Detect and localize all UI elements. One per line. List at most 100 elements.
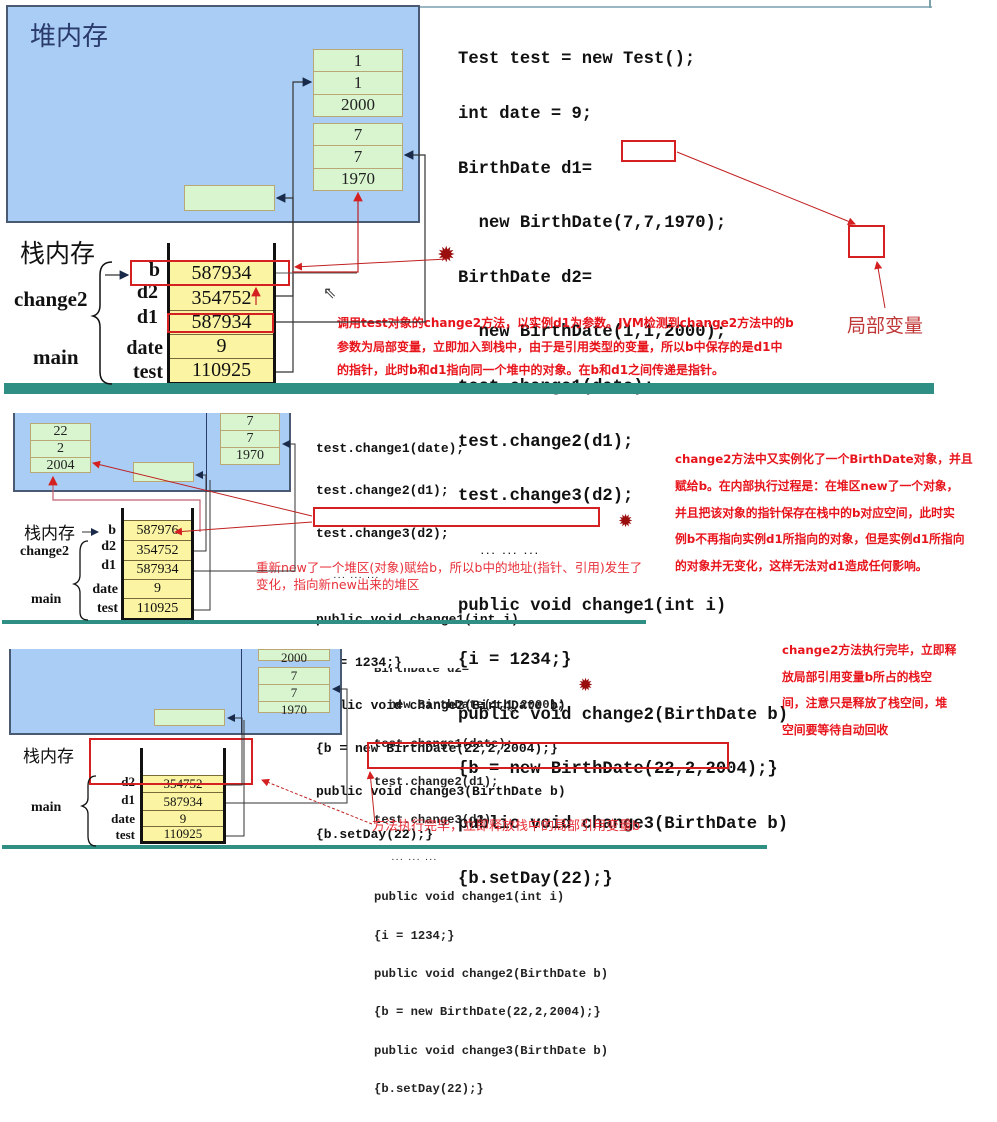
note-line: 重新new了一个堆区(对象)赋给b，所以b中的地址(指针、引用)发生了 (256, 560, 643, 575)
released-stack-region (89, 738, 253, 785)
local-variable-label: 局部变量 (847, 315, 924, 337)
stack-cell-date: 9 (170, 334, 273, 358)
code-line: public void change3(BirthDate b) (374, 1043, 609, 1058)
frame-label-change2: change2 (14, 287, 88, 311)
inline-note: 重新new了一个堆区(对象)赋给b，所以b中的地址(指针、引用)发生了 变化，指… (256, 559, 642, 593)
param-to-stack-arrow (294, 258, 448, 271)
var-label-d1: d1 (101, 558, 116, 573)
heap-object-d2: 2000 (258, 649, 330, 665)
note-line: 调用test对象的change2方法，以实例d1为参数。JVM检测到change… (337, 316, 794, 330)
code-line: ... ... ... (458, 546, 540, 557)
object-field: 1970 (341, 169, 375, 189)
code-line: {i = 1234;} (374, 928, 455, 943)
var-label-date: date (126, 337, 163, 359)
note-line: 并且把该对象的指针保存在栈中的b对应空间，此时实 (675, 505, 955, 520)
heap-object-test (133, 462, 194, 482)
code-line: public void change1(int i) (458, 596, 727, 616)
code-listing: test.change1(date); test.change2(d1); te… (316, 413, 566, 871)
object-field: 1970 (236, 448, 264, 463)
note-line: 参数为局部变量，立即加入到栈中，由于是引用类型的变量，所以b中保存的是d1中 (337, 339, 783, 354)
code-line: {b.setDay(22);} (374, 1082, 484, 1097)
highlight-param-b (848, 225, 885, 258)
code-line: new BirthDate(1,1,2000); (374, 698, 565, 713)
note-line: 放局部引用变量b所占的栈空 (782, 669, 933, 684)
var-label-d2: d2 (121, 774, 135, 789)
object-field: 7 (221, 414, 279, 431)
code-line: {i = 1234;} (458, 651, 572, 671)
heap-inner-divider (241, 649, 242, 735)
stack-title: 栈内存 (24, 524, 75, 544)
inline-note: 方法执行完毕，立即释放栈中的局部引用变量b (372, 819, 641, 834)
stack-cell-b: 587976 (124, 520, 191, 540)
stack-cell-b: 587934 (170, 260, 273, 285)
object-field: 2000 (341, 95, 375, 115)
heap-object-d1: 7 7 1970 (313, 123, 403, 191)
object-field: 22 (31, 424, 90, 441)
label-to-param-arrow (874, 261, 886, 309)
stack-cell-d1: 587934 (124, 560, 191, 579)
highlight-change2-body (313, 507, 600, 527)
stack-title: 栈内存 (23, 747, 74, 767)
code-line: public void change1(int i) (374, 890, 565, 905)
stack-cell-d2: 354752 (170, 285, 273, 310)
code-line: {b = new BirthDate(22,2,2004);} (458, 760, 778, 780)
frame-brace-change2 (90, 261, 113, 328)
pointer-marker-icon: ✹ (437, 243, 456, 268)
code-line: new BirthDate(1,1,2000); (458, 323, 727, 343)
note-line: 空间要等待自动回收 (782, 722, 889, 737)
object-field: 7 (314, 146, 402, 169)
code-line: BirthDate d2= (374, 668, 608, 674)
mouse-cursor-icon: ⇖ (506, 703, 517, 717)
panel-divider (2, 620, 646, 624)
var-label-b: b (108, 523, 116, 538)
heap-inner-divider (206, 413, 207, 492)
var-label-d2: d2 (136, 281, 158, 303)
var-label-d1: d1 (121, 792, 135, 807)
code-line: test.change2(d1); (458, 432, 634, 452)
panel-1-top-border (420, 6, 932, 8)
code-line: new BirthDate(7,7,1970); (458, 214, 727, 234)
panel-divider (4, 383, 934, 394)
stack-cell-date: 9 (124, 579, 191, 598)
explanation-note-2: change2方法中又实例化了一个BirthDate对象，并且 赋给b。在内部执… (675, 446, 973, 580)
stack-cell-test: 110925 (143, 826, 223, 841)
object-field: 2000 (281, 650, 307, 665)
note-line: 例b不再指向实例d1所指向的对象，但是实例d1所指向 (675, 532, 965, 547)
code-line: public void change2(BirthDate b) (374, 966, 609, 981)
frame-label-main: main (33, 345, 79, 369)
stack-title: 栈内存 (20, 239, 96, 268)
code-listing: BirthDate d2= new BirthDate(1,1,2000); t… (374, 642, 608, 1121)
stack-cell-d2: 354752 (124, 540, 191, 560)
pointer-marker-icon: ✹ (578, 675, 594, 696)
highlight-stack-d1 (167, 313, 274, 333)
object-field: 2004 (46, 458, 75, 473)
code-line: Test test = new Test(); (458, 50, 696, 70)
code-line: test.change3(d2); (316, 526, 449, 542)
highlight-change2-method (367, 742, 729, 769)
code-line: ... ... ... (316, 573, 380, 582)
object-field: 7 (259, 685, 329, 702)
heap-object-new-birthdate: 22 2 2004 (30, 423, 91, 473)
frame-label-change2: change2 (20, 544, 69, 559)
code-line: test.change2(d1); (316, 483, 449, 499)
note-line: change2方法中又实例化了一个BirthDate对象，并且 (675, 452, 973, 466)
object-field: 7 (259, 668, 329, 685)
highlight-stack-b (130, 260, 290, 286)
object-field: 1 (314, 72, 402, 95)
object-field: 7 (221, 431, 279, 448)
note-line: change2方法执行完毕，立即释 (782, 643, 957, 657)
code-to-b-arrow (174, 521, 313, 536)
note-line: 变化，指向新new出来的堆区 (256, 577, 420, 592)
object-field: 2 (31, 441, 90, 458)
stack-cell-d1: 587934 (143, 792, 223, 810)
heap-object-d1: 7 7 1970 (220, 413, 280, 465)
heap-object-d1: 7 7 1970 (258, 667, 330, 717)
var-label-b: b (148, 259, 160, 281)
heap-object-test (184, 185, 275, 211)
code-line: test.change1(date); (316, 440, 465, 456)
stack-cell-date: 9 (143, 810, 223, 826)
var-label-date: date (111, 811, 135, 826)
explanation-note-3: change2方法执行完毕，立即释 放局部引用变量b所占的栈空 间，注意只是释放… (782, 637, 956, 743)
mouse-cursor-icon: ⇖ (323, 285, 337, 302)
stack-memory: 587976 354752 587934 9 110925 (121, 508, 194, 621)
